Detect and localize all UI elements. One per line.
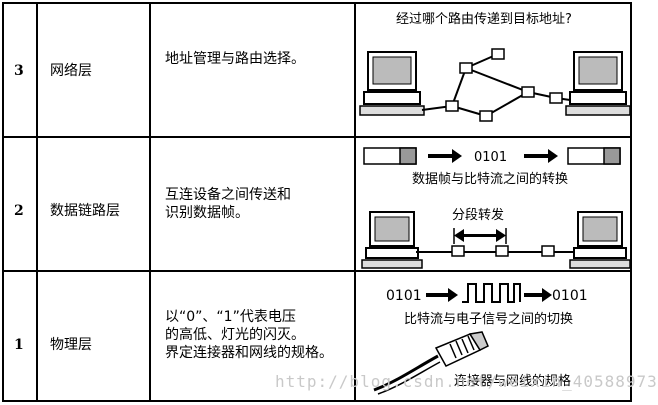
- computer-icon: [565, 51, 631, 116]
- computer-icon: [569, 211, 631, 269]
- layer-description: 互连设备之间传送和: [165, 187, 291, 203]
- computer-icon: [361, 211, 423, 269]
- table-row: 1 物理层 以“0”、“1”代表电压 的高低、灯光的闪灭。 界定连接器和网线的规…: [4, 272, 630, 400]
- bitstream-label: 0101: [552, 288, 588, 304]
- layer-description: 界定连接器和网线的规格。: [165, 345, 333, 361]
- figure-caption: 比特流与电子信号之间的切换: [404, 312, 574, 327]
- arrow-icon: [524, 149, 558, 163]
- figure-physical-layer: 0101 0101 比特流与电子信号之间的切换 连接器与网线的规格: [356, 272, 630, 400]
- layer-name: 数据链路层: [50, 203, 120, 219]
- layer-name: 物理层: [50, 337, 92, 353]
- bitstream-label: 0101: [386, 288, 422, 304]
- frame-diagram: [361, 147, 631, 269]
- layer-number: 1: [14, 337, 24, 353]
- table-row: 2 数据链路层 互连设备之间传送和 识别数据帧。 0101 数据帧与比特流之间的…: [4, 138, 631, 272]
- routing-diagram: [359, 48, 631, 122]
- bitstream-label: 0101: [474, 150, 508, 165]
- layer-number: 3: [14, 63, 24, 79]
- computer-icon: [359, 51, 425, 116]
- connector-icon: [373, 331, 489, 395]
- figure-caption: 经过哪个路由传递到目标地址?: [396, 12, 572, 27]
- layer-description: 地址管理与路由选择。: [165, 51, 305, 67]
- layer-number: 2: [14, 203, 24, 219]
- layer-description: 以“0”、“1”代表电压: [165, 309, 296, 325]
- osi-layer-table: 3 网络层 地址管理与路由选择。 经过哪个路由传递到目标地址?: [2, 2, 632, 402]
- figure-network-layer: 经过哪个路由传递到目标地址?: [356, 4, 631, 136]
- square-wave-icon: [462, 283, 521, 303]
- layer-description: 的高低、灯光的闪灭。: [165, 327, 305, 343]
- figure-caption: 数据帧与比特流之间的转换: [412, 172, 569, 187]
- double-arrow-icon: [454, 229, 506, 242]
- network-links: [421, 53, 571, 117]
- forward-label: 分段转发: [452, 208, 505, 223]
- arrow-icon: [524, 288, 552, 302]
- switch-icons: [451, 245, 555, 257]
- connector-caption: 连接器与网线的规格: [454, 374, 572, 389]
- layer-name: 网络层: [50, 63, 92, 79]
- signal-diagram: [373, 283, 552, 395]
- arrow-icon: [426, 288, 458, 302]
- frame-icon: [567, 147, 621, 165]
- arrow-icon: [428, 149, 462, 163]
- figure-data-link-layer: 0101 数据帧与比特流之间的转换 分段转发: [356, 138, 631, 270]
- table-row: 3 网络层 地址管理与路由选择。 经过哪个路由传递到目标地址?: [4, 4, 631, 138]
- layer-description: 识别数据帧。: [165, 205, 249, 221]
- frame-icon: [363, 147, 417, 165]
- router-icons: [445, 48, 563, 122]
